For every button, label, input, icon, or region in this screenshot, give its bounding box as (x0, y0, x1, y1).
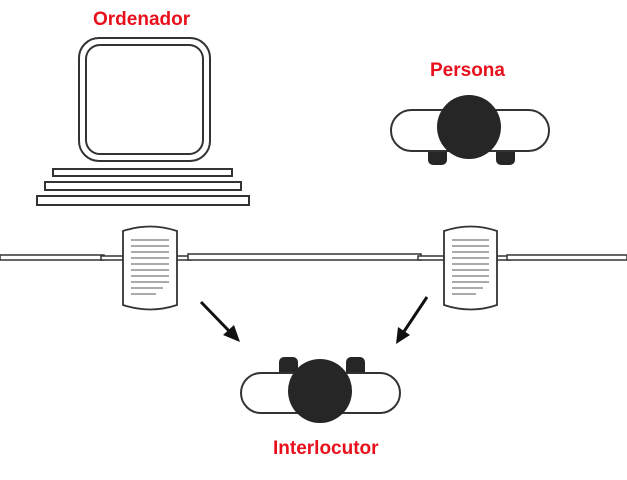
document-icon (122, 225, 178, 311)
person-icon (390, 95, 550, 165)
arrow-icon (199, 300, 240, 342)
document-icon (443, 225, 498, 311)
person-head (437, 95, 501, 159)
communication-line (0, 253, 627, 261)
keyboard-row-1 (52, 168, 233, 177)
computer-label: Ordenador (93, 9, 191, 30)
arrow-icon (396, 296, 429, 344)
interlocutor-icon (240, 357, 401, 423)
person-label: Persona (430, 60, 505, 81)
keyboard-row-2 (44, 181, 242, 191)
computer-icon (36, 37, 250, 206)
interlocutor-label: Interlocutor (273, 438, 379, 459)
keyboard-row-3 (36, 195, 250, 206)
interlocutor-head (288, 359, 352, 423)
monitor-screen (85, 44, 204, 155)
